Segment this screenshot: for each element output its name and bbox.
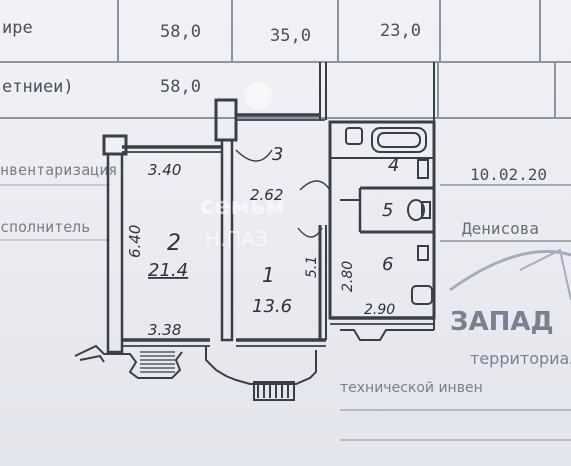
table-row2-total: 58,0: [160, 77, 201, 97]
dim-room6-side: 2.80: [340, 261, 356, 292]
room-1-area: 13.6: [252, 296, 292, 317]
room-4-number: 4: [388, 155, 399, 176]
room-2-number: 2: [167, 231, 181, 256]
watermark: семьм Н.ПАЗ: [200, 82, 285, 251]
room-3-number: 3: [272, 144, 283, 165]
bathtub-icon: [371, 127, 427, 153]
room-5-number: 5: [382, 200, 393, 221]
stamp-title: ЗАПАД: [450, 307, 554, 337]
dim-room3-width: 2.62: [250, 186, 283, 204]
dim-room2-top: 3.40: [148, 161, 181, 179]
dim-room2-bottom: 3.38: [148, 321, 181, 339]
room-1-number: 1: [262, 263, 275, 287]
area-table: [0, 0, 571, 119]
dim-room1-side: 5.1: [304, 256, 320, 278]
table-row2-label: етниеи): [2, 77, 74, 97]
table-row1-total: 58,0: [160, 22, 201, 42]
inventory-label: нвентаризация: [0, 161, 117, 179]
dim-room6-bottom: 2.90: [364, 302, 395, 318]
name-text: Денисова: [462, 219, 539, 238]
toilet-icon: [407, 199, 431, 221]
executor-label: сполнитель: [0, 218, 90, 236]
walls: [102, 62, 436, 354]
door-swings: [235, 149, 331, 238]
table-row1-aux: 23,0: [380, 21, 421, 41]
watermark-line2: Н.ПАЗ: [205, 227, 268, 251]
stamp-line2: технической инвен: [340, 380, 483, 396]
stamp-line1: территориал: [470, 349, 571, 368]
dim-room2-side: 6.40: [126, 225, 144, 258]
room-2-area: 21.4: [148, 260, 188, 281]
date-text: 10.02.20: [470, 165, 547, 184]
window-sills: [140, 351, 175, 373]
table-row1-label: ире: [2, 18, 33, 38]
table-row1-living: 35,0: [270, 26, 311, 46]
sink-icon: [345, 127, 433, 305]
bay-windows: [74, 329, 434, 401]
watermark-line1: семьм: [200, 192, 285, 220]
stamp: ЗАПАД территориал технической инвен: [340, 248, 571, 441]
room-6-number: 6: [382, 254, 393, 275]
